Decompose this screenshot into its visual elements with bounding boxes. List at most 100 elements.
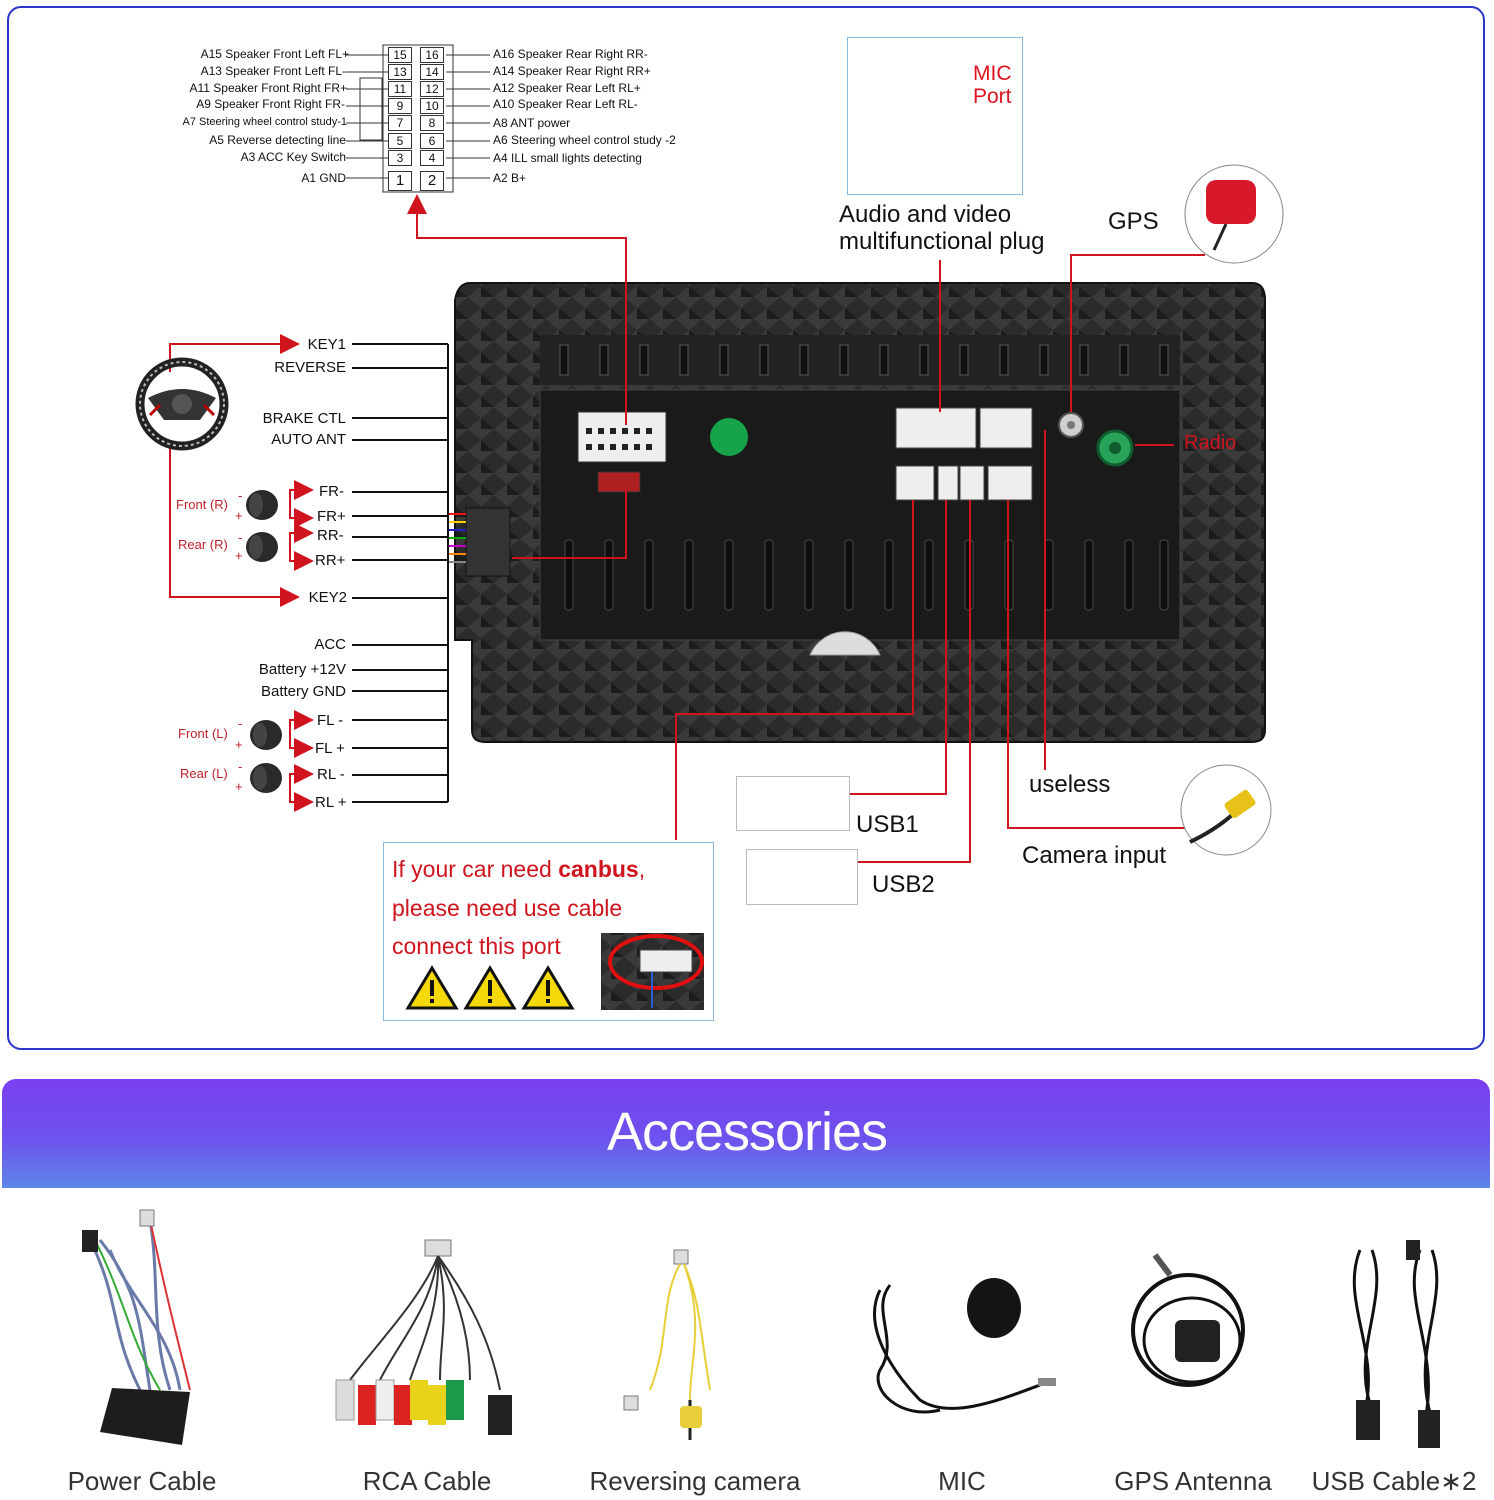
polarity-minus: - <box>238 488 243 503</box>
pin-label: A9 Speaker Front Right FR- <box>196 97 345 111</box>
usb2-thumbnail-frame <box>746 849 858 905</box>
pin-label: A8 ANT power <box>493 116 571 130</box>
wire-fr-plus: FR+ <box>317 508 346 525</box>
pin-label: A10 Speaker Rear Left RL- <box>493 97 638 111</box>
pin-label: A1 GND <box>301 171 346 185</box>
accessory-label: RCA Cable <box>362 1466 492 1496</box>
wire-rl-plus: RL + <box>315 794 347 811</box>
wire-label-key2: KEY2 <box>308 589 347 606</box>
wire-label-brake: BRAKE CTL <box>262 410 346 427</box>
connector-pin-number: 7 <box>388 115 412 131</box>
wire-rl-minus: RL - <box>317 766 345 783</box>
wire-rr-plus: RR+ <box>315 552 346 569</box>
red-wires <box>169 194 1205 863</box>
connector-pin-number: 15 <box>388 47 412 63</box>
gps-antenna-icon <box>1184 164 1284 264</box>
canbus-keyword: canbus <box>558 856 639 882</box>
accessory-gps-antenna <box>1131 1253 1245 1387</box>
accessories-banner <box>2 1079 1490 1188</box>
polarity-minus: - <box>238 716 243 731</box>
pin-label: A14 Speaker Rear Right RR+ <box>493 64 651 78</box>
polarity-plus: + <box>235 737 243 752</box>
speaker-front-left-label: Front (L) <box>178 726 228 741</box>
wire-label-battery-12v: Battery +12V <box>258 661 346 678</box>
polarity-minus: - <box>238 759 243 774</box>
wire-fl-plus: FL + <box>315 740 345 757</box>
canbus-line-3: connect this port <box>392 933 561 959</box>
connector-pin-number: 16 <box>420 47 444 63</box>
camera-input-label: Camera input <box>1022 842 1167 869</box>
accessory-reversing-camera <box>623 1249 711 1440</box>
pin-label: A13 Speaker Front Left FL- <box>200 64 346 78</box>
black-wires <box>352 343 449 803</box>
polarity-plus: + <box>235 508 243 523</box>
pin-label: A15 Speaker Front Left FL+ <box>200 47 349 61</box>
wire-label-reverse: REVERSE <box>274 359 346 376</box>
wire-label-key1: KEY1 <box>307 336 346 353</box>
speaker-icons <box>246 490 282 793</box>
connector-pin-number: 14 <box>420 64 444 80</box>
usb1-thumbnail-frame <box>736 776 850 831</box>
accessory-label: Power Cable <box>67 1466 217 1496</box>
pin-label: A16 Speaker Rear Right RR- <box>493 47 648 61</box>
pin-label: A11 Speaker Front Right FR+ <box>189 81 347 95</box>
connector-pin-number: 2 <box>420 171 444 191</box>
canbus-line-1-comma: , <box>638 856 646 882</box>
usb2-label: USB2 <box>872 871 935 898</box>
pin-label: A2 B+ <box>493 171 527 185</box>
pin-label: A7 Steering wheel control study-1 <box>182 116 347 128</box>
polarity-plus: + <box>235 548 243 563</box>
mic-port-label-1: MIC <box>973 62 1012 85</box>
accessory-label: MIC <box>938 1466 986 1496</box>
av-plug-label-1: Audio and video <box>839 201 1012 228</box>
connector-pin-number: 4 <box>420 150 444 166</box>
canbus-line-1-text: If your car need <box>392 856 559 882</box>
connector-pin-number: 3 <box>388 150 412 166</box>
av-plug-label-2: multifunctional plug <box>839 228 1045 255</box>
accessory-mic <box>873 1278 1056 1414</box>
accessories-title: Accessories <box>606 1102 888 1162</box>
pin-label: A6 Steering wheel control study -2 <box>493 133 676 147</box>
pin-label: A5 Reverse detecting line <box>209 133 346 147</box>
canbus-note <box>383 842 714 1021</box>
accessory-label: Reversing camera <box>589 1466 801 1496</box>
useless-label: useless <box>1029 771 1111 798</box>
wire-label-acc: ACC <box>314 636 346 653</box>
diagram-frame <box>7 6 1485 1050</box>
accessory-label: USB Cable∗2 <box>1311 1466 1477 1496</box>
connector-pin-number: 1 <box>388 171 412 191</box>
mic-port-thumbnail-frame <box>847 37 1023 195</box>
radio-label: Radio <box>1184 432 1237 454</box>
pin-label: A12 Speaker Rear Left RL+ <box>493 81 641 95</box>
wire-label-auto-ant: AUTO ANT <box>271 431 346 448</box>
connector-pin-number: 9 <box>388 98 412 114</box>
connector-pin-number: 8 <box>420 115 444 131</box>
mic-port-label-2: Port <box>973 85 1012 108</box>
polarity-plus: + <box>235 779 243 794</box>
connector-pin-number: 5 <box>388 133 412 149</box>
speaker-front-right-label: Front (R) <box>176 497 228 512</box>
wire-fr-minus: FR- <box>319 483 344 500</box>
accessory-power-cable <box>82 1209 191 1445</box>
canbus-line-1: If your car need canbus, <box>392 856 645 883</box>
polarity-minus: - <box>238 530 243 545</box>
head-unit-back <box>448 282 1266 743</box>
canbus-port-thumbnail <box>601 933 704 1010</box>
wire-rr-minus: RR- <box>317 527 344 544</box>
connector-pin-number: 13 <box>388 64 412 80</box>
speaker-rear-left-label: Rear (L) <box>180 766 228 781</box>
pin-label: A4 ILL small lights detecting <box>493 151 642 165</box>
accessory-label: GPS Antenna <box>1114 1466 1272 1496</box>
speaker-rear-right-label: Rear (R) <box>178 537 228 552</box>
gps-label: GPS <box>1108 208 1159 235</box>
canbus-line-2: please need use cable <box>392 895 623 921</box>
usb1-label: USB1 <box>856 811 919 838</box>
accessory-rca-cable <box>335 1239 512 1435</box>
steering-wheel-icon <box>135 357 229 451</box>
connector-pin-number: 11 <box>388 81 412 97</box>
camera-rca-icon <box>1180 764 1272 856</box>
connector-pin-number: 10 <box>420 98 444 114</box>
wire-label-battery-gnd: Battery GND <box>260 683 346 700</box>
accessory-usb-cables <box>1352 1240 1440 1448</box>
